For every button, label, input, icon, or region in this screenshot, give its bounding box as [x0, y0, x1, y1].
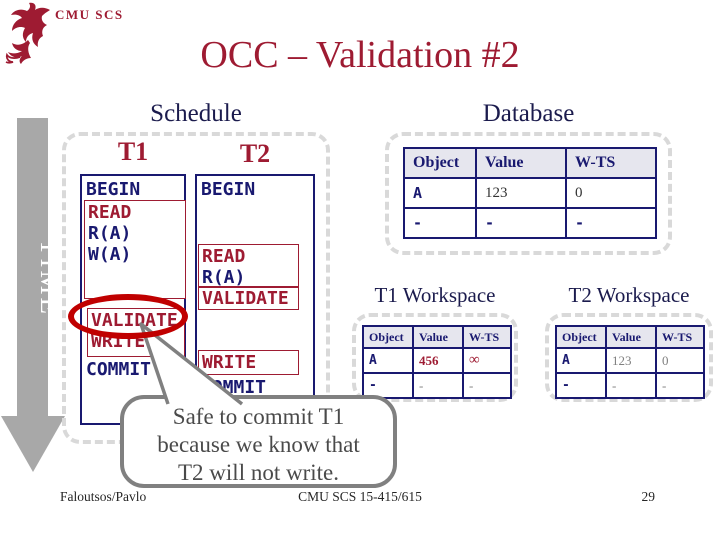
ws1-cell-value: - [412, 372, 464, 399]
time-arrow-label: TIME [35, 239, 65, 317]
t2-validate-block: VALIDATE [198, 287, 299, 310]
t2-workspace-panel [545, 313, 713, 402]
callout-line: Safe to commit T1 [172, 404, 345, 429]
t2-op-write: WRITE [202, 352, 257, 373]
t2-workspace-row: A 123 0 [555, 347, 705, 374]
t1-workspace-panel [352, 313, 518, 402]
t2-op-r-a: R(A) [202, 267, 246, 288]
t1-read-block: READ R(A) W(A) [84, 200, 186, 299]
t1-op-commit: COMMIT [86, 359, 152, 380]
t2-op-read: READ [202, 246, 246, 267]
validate-highlight-ellipse [68, 294, 188, 339]
t1-workspace-header-row: Object Value W-TS [362, 325, 512, 349]
cmu-dragon-logo [5, 2, 50, 64]
ws1-col-value: Value [412, 325, 464, 349]
ws2-col-wts: W-TS [655, 325, 705, 349]
t1-op-begin: BEGIN [86, 179, 141, 200]
ws1-col-wts: W-TS [462, 325, 512, 349]
db-cell-wts: - [565, 207, 657, 239]
t1-op-w-a: W(A) [88, 244, 132, 265]
t1-op-r-a: R(A) [88, 223, 132, 244]
t2-workspace-row: - - - [555, 372, 705, 399]
database-header-row: Object Value W-TS [403, 147, 657, 179]
t2-op-begin: BEGIN [201, 179, 256, 200]
database-label: Database [482, 100, 575, 127]
database-row: A 123 0 [403, 177, 657, 209]
db-cell-object: - [403, 207, 477, 239]
t1-workspace-row: A 456 ∞ [362, 347, 512, 374]
ws1-col-object: Object [362, 325, 414, 349]
db-col-value: Value [475, 147, 567, 179]
org-label: CMU SCS [55, 7, 124, 22]
database-table: Object Value W-TS A 123 0 - - - [403, 147, 657, 239]
db-col-wts: W-TS [565, 147, 657, 179]
db-cell-value: 123 [475, 177, 567, 209]
t2-workspace-header-row: Object Value W-TS [555, 325, 705, 349]
t2-schedule-column: BEGIN READ R(A) VALIDATE WRITE COMMIT [195, 174, 315, 425]
t2-read-block: READ R(A) [198, 244, 299, 288]
ws2-cell-object: A [555, 347, 607, 374]
callout-line: because we know that [157, 432, 360, 457]
t2-write-block: WRITE [198, 350, 299, 375]
ws1-cell-object: - [362, 372, 414, 399]
t2-workspace-table: Object Value W-TS A 123 0 - - - [555, 325, 705, 399]
t2-header: T2 [239, 139, 271, 168]
db-cell-object: A [403, 177, 477, 209]
t1-header: T1 [117, 137, 149, 166]
ws2-cell-value: - [605, 372, 657, 399]
database-panel [385, 132, 672, 255]
ws2-col-object: Object [555, 325, 607, 349]
t1-workspace-label: T1 Workspace [374, 283, 496, 307]
time-arrow: TIME [1, 118, 65, 472]
t1-workspace-table: Object Value W-TS A 456 ∞ - - - [362, 325, 512, 399]
db-cell-value: - [475, 207, 567, 239]
ws1-cell-value: 456 [412, 347, 464, 374]
footer-course: CMU SCS 15-415/615 [298, 489, 422, 504]
ws1-cell-wts: - [462, 372, 512, 399]
ws2-col-value: Value [605, 325, 657, 349]
db-cell-wts: 0 [565, 177, 657, 209]
footer-page-number: 29 [641, 489, 656, 504]
database-row: - - - [403, 207, 657, 239]
schedule-label: Schedule [150, 100, 242, 127]
t1-workspace-row: - - - [362, 372, 512, 399]
page-title: OCC – Validation #2 [200, 34, 520, 76]
ws2-cell-wts: - [655, 372, 705, 399]
footer-author: Faloutsos/Pavlo [60, 489, 147, 504]
db-col-object: Object [403, 147, 477, 179]
t2-workspace-label: T2 Workspace [568, 283, 690, 307]
ws2-cell-object: - [555, 372, 607, 399]
ws2-cell-value: 123 [605, 347, 657, 374]
callout-line: T2 will not write. [178, 460, 339, 485]
t1-op-read: READ [88, 202, 132, 223]
t2-op-validate: VALIDATE [202, 288, 289, 309]
ws2-cell-wts: 0 [655, 347, 705, 374]
ws1-cell-object: A [362, 347, 414, 374]
callout-bubble: Safe to commit T1 because we know that T… [120, 395, 397, 488]
ws1-cell-wts: ∞ [462, 347, 512, 374]
